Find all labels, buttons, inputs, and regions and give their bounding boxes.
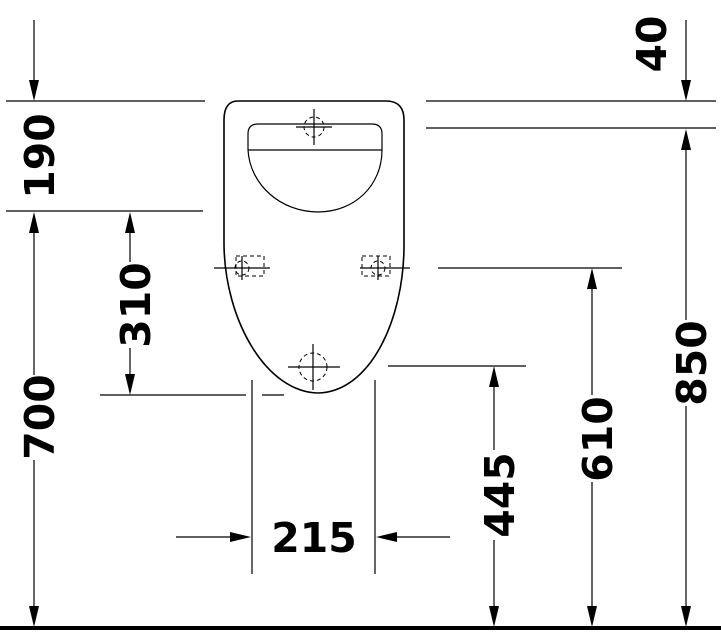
water-inlet bbox=[296, 109, 332, 145]
dim-610 bbox=[587, 268, 597, 627]
outlet bbox=[288, 344, 340, 390]
label-700: 700 bbox=[16, 374, 64, 460]
label-850: 850 bbox=[668, 320, 716, 406]
right-fixing bbox=[360, 255, 410, 280]
label-215: 215 bbox=[271, 514, 357, 562]
dim-850 bbox=[681, 129, 691, 627]
left-fixing bbox=[214, 255, 270, 280]
dim-310 bbox=[125, 212, 135, 395]
extension-lines bbox=[0, 100, 721, 630]
label-445: 445 bbox=[476, 452, 524, 538]
dim-215 bbox=[176, 532, 450, 542]
label-310: 310 bbox=[112, 262, 160, 348]
dim-445 bbox=[489, 366, 499, 627]
label-40: 40 bbox=[628, 15, 676, 72]
urinal-outline bbox=[214, 100, 410, 394]
dim-40 bbox=[681, 20, 691, 101]
dim-top-left bbox=[29, 20, 39, 101]
dim-700 bbox=[29, 212, 39, 627]
label-610: 610 bbox=[574, 396, 622, 482]
label-190: 190 bbox=[16, 113, 64, 199]
